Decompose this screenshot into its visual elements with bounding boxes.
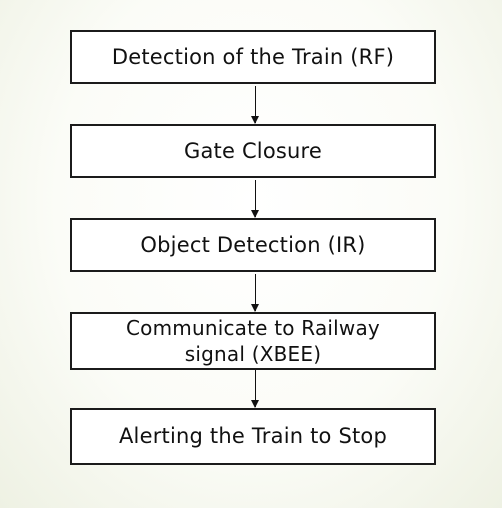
step-label: Alerting the Train to Stop [118, 424, 388, 448]
step-label: Detection of the Train (RF) [111, 44, 395, 69]
step-communicate-railway-signal: Communicate to Railway signal (XBEE) [70, 312, 436, 370]
arrow-connector [251, 274, 259, 312]
step-label: Communicate to Railway signal (XBEE) [126, 316, 380, 366]
arrow-connector [251, 370, 259, 408]
step-gate-closure: Gate Closure [70, 124, 436, 178]
step-detection-of-train: Detection of the Train (RF) [70, 30, 436, 84]
arrow-connector [251, 180, 259, 218]
arrow-connector [251, 86, 259, 124]
step-object-detection: Object Detection (IR) [70, 218, 436, 272]
step-label: Object Detection (IR) [140, 232, 366, 257]
step-label: Gate Closure [183, 138, 323, 163]
step-alerting-train: Alerting the Train to Stop [70, 408, 436, 465]
